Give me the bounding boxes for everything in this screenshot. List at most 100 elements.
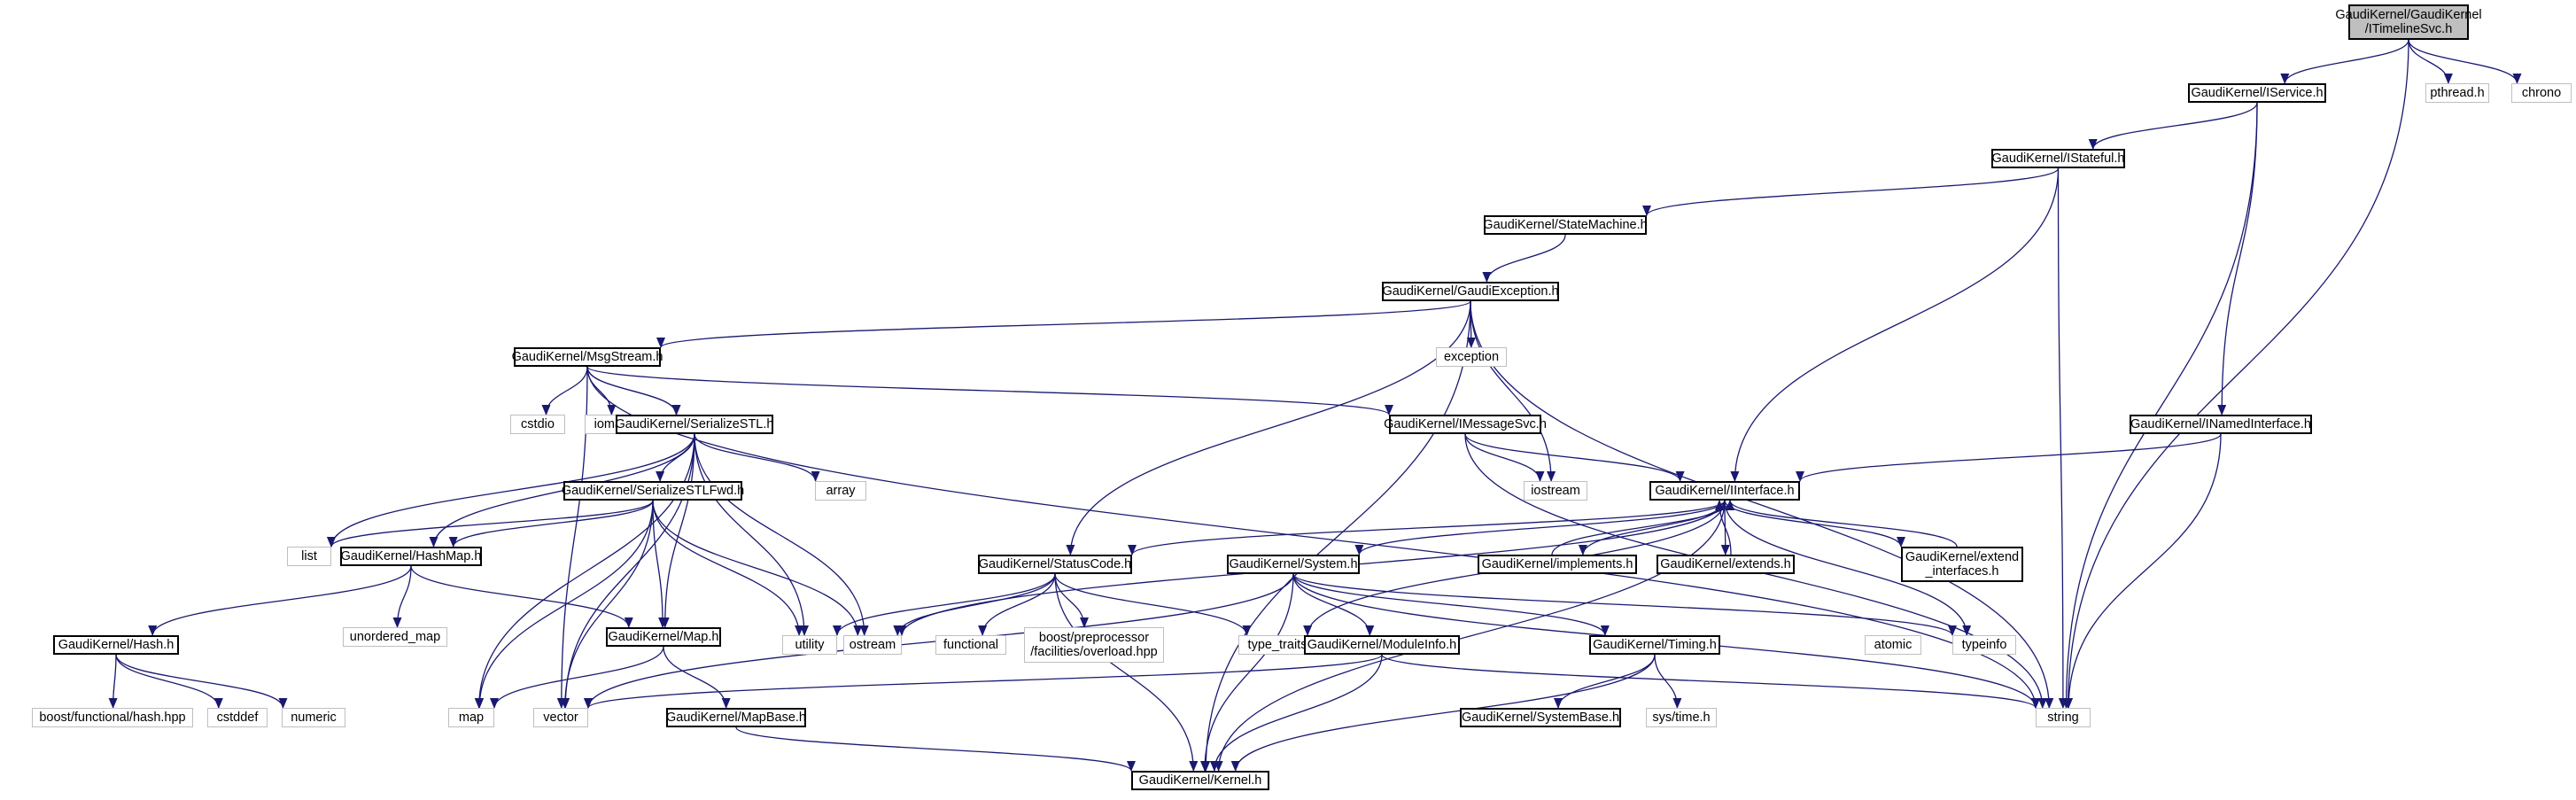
edge-mapheader-to-mapbase <box>663 646 731 709</box>
node-serializestl[interactable]: GaudiKernel/SerializeSTL.h <box>616 415 773 434</box>
edge-serializestlfwd-to-list <box>327 500 654 548</box>
edge-hashmap-to-unorderedmap <box>392 565 412 628</box>
node-cstddef: cstddef <box>207 708 268 727</box>
node-atomic: atomic <box>1865 635 1921 655</box>
node-implements[interactable]: GaudiKernel/implements.h <box>1478 555 1637 574</box>
node-ostream: ostream <box>843 635 902 655</box>
node-numeric: numeric <box>282 708 345 727</box>
edge-statemachine-to-gaudiexception <box>1482 234 1566 283</box>
node-boosthash: boost/functional/hash.hpp <box>32 708 193 727</box>
node-iinterface[interactable]: GaudiKernel/IInterface.h <box>1649 481 1800 501</box>
node-systime: sys/time.h <box>1646 708 1717 727</box>
edge-gaudiexception-to-string <box>1470 300 2054 709</box>
edge-gaudiexception-to-iostream <box>1470 300 1556 482</box>
node-typetraits: type_traits <box>1238 635 1316 655</box>
node-statemachine[interactable]: GaudiKernel/StateMachine.h <box>1483 215 1648 235</box>
edge-statuscode-to-typetraits <box>1054 573 1252 636</box>
edge-statuscode-to-ostream <box>893 573 1056 636</box>
edge-hash-to-cstddef <box>115 654 223 709</box>
edge-mapbase-to-kernel <box>735 726 1136 772</box>
edge-timing-to-systembase <box>1554 654 1656 709</box>
node-mapbase[interactable]: GaudiKernel/MapBase.h <box>666 708 806 727</box>
edge-timing-to-kernel <box>1230 654 1656 772</box>
node-inamedinterface[interactable]: GaudiKernel/INamedInterface.h <box>2130 415 2312 434</box>
node-iservice[interactable]: GaudiKernel/IService.h <box>2188 83 2326 103</box>
node-systembase[interactable]: GaudiKernel/SystemBase.h <box>1460 708 1621 727</box>
edge-inamedinterface-to-string <box>2064 433 2222 709</box>
node-array: array <box>815 481 866 501</box>
node-extendinterfaces[interactable]: GaudiKernel/extend _interfaces.h <box>1901 547 2023 582</box>
edge-imessagesvc-to-iinterface <box>1464 433 1685 482</box>
node-utility: utility <box>782 635 837 655</box>
node-istateful[interactable]: GaudiKernel/IStateful.h <box>1991 149 2125 168</box>
edge-moduleinfo-to-string <box>1381 654 2040 709</box>
edge-statuscode-to-utility <box>833 573 1056 636</box>
edge-statuscode-to-functional <box>978 573 1056 636</box>
edge-iservice-to-string <box>2061 102 2258 709</box>
edge-timing-to-systime <box>1654 654 1682 709</box>
edge-hash-to-numeric <box>115 654 288 709</box>
node-cstdio: cstdio <box>510 415 565 434</box>
edge-hashmap-to-hash <box>148 565 412 636</box>
edge-moduleinfo-to-vector <box>584 654 1383 709</box>
edge-serializestl-to-ostream <box>694 433 869 636</box>
node-functional: functional <box>935 635 1006 655</box>
edge-root-to-chrono <box>2408 39 2522 84</box>
edge-msgstream-to-cstdio <box>541 366 588 416</box>
node-statuscode[interactable]: GaudiKernel/StatusCode.h <box>978 555 1132 574</box>
node-map: map <box>448 708 494 727</box>
node-unorderedmap: unordered_map <box>343 627 447 647</box>
node-boostoverload: boost/preprocessor /facilities/overload.… <box>1024 627 1164 663</box>
node-iostream: iostream <box>1524 481 1587 501</box>
node-timing[interactable]: GaudiKernel/Timing.h <box>1589 635 1720 655</box>
node-extends[interactable]: GaudiKernel/extends.h <box>1657 555 1795 574</box>
node-hashmap[interactable]: GaudiKernel/HashMap.h <box>340 547 482 566</box>
node-vector: vector <box>533 708 588 727</box>
node-system[interactable]: GaudiKernel/System.h <box>1227 555 1360 574</box>
node-mapheader[interactable]: GaudiKernel/Map.h <box>606 627 721 647</box>
edge-statuscode-to-kernel <box>1054 573 1199 772</box>
edge-system-to-timing <box>1292 573 1610 636</box>
edge-extends-to-iinterface <box>1715 500 1732 555</box>
edge-iinterface-to-kernel <box>1214 500 1726 772</box>
edge-serializestl-to-list <box>327 433 695 548</box>
node-pthread: pthread.h <box>2425 83 2489 103</box>
edge-inamedinterface-to-iinterface <box>1796 433 2222 482</box>
edge-gaudiexception-to-kernel <box>1201 300 1471 772</box>
edge-root-to-string <box>2063 39 2409 709</box>
node-root[interactable]: GaudiKernel/GaudiKernel /ITimelineSvc.h <box>2335 4 2482 40</box>
edge-hashmap-to-mapheader <box>410 565 633 628</box>
edge-msgstream-to-serializestl <box>586 366 681 416</box>
node-hash[interactable]: GaudiKernel/Hash.h <box>53 635 179 655</box>
edge-serializestlfwd-to-utility <box>652 500 804 636</box>
edge-iinterface-to-typeinfo <box>1724 500 1972 636</box>
edge-iservice-to-istateful <box>2088 102 2258 150</box>
edge-system-to-typeinfo <box>1292 573 1957 636</box>
node-list: list <box>287 547 331 566</box>
node-moduleinfo[interactable]: GaudiKernel/ModuleInfo.h <box>1304 635 1460 655</box>
edge-moduleinfo-to-kernel <box>1209 654 1383 772</box>
edge-serializestl-to-mapheader <box>660 433 695 628</box>
node-string: string <box>2036 708 2091 727</box>
edge-system-to-moduleinfo <box>1292 573 1375 636</box>
edge-imessagesvc-to-iostream <box>1464 433 1545 482</box>
edge-mapheader-to-map <box>490 646 664 709</box>
edge-serializestlfwd-to-ostream <box>652 500 863 636</box>
edge-serializestlfwd-to-vector <box>560 500 654 709</box>
node-imessagesvc[interactable]: GaudiKernel/IMessageSvc.h <box>1384 415 1547 434</box>
edge-serializestl-to-array <box>694 433 820 482</box>
edge-msgstream-to-imessagesvc <box>586 366 1393 416</box>
node-kernel[interactable]: GaudiKernel/Kernel.h <box>1131 771 1269 790</box>
node-typeinfo: typeinfo <box>1952 635 2016 655</box>
node-msgstream[interactable]: GaudiKernel/MsgStream.h <box>512 347 663 367</box>
edge-istateful-to-string <box>2057 167 2068 709</box>
node-gaudiexception[interactable]: GaudiKernel/GaudiException.h <box>1382 282 1559 301</box>
edge-root-to-pthread <box>2408 39 2453 84</box>
node-chrono: chrono <box>2511 83 2572 103</box>
node-serializestlfwd[interactable]: GaudiKernel/SerializeSTLFwd.h <box>562 481 744 501</box>
edge-istateful-to-iinterface <box>1730 167 2060 482</box>
edge-istateful-to-statemachine <box>1642 167 2060 216</box>
edge-hash-to-boosthash <box>108 654 118 709</box>
node-exception: exception <box>1436 347 1507 367</box>
edge-iinterface-to-statuscode <box>1128 500 1726 555</box>
